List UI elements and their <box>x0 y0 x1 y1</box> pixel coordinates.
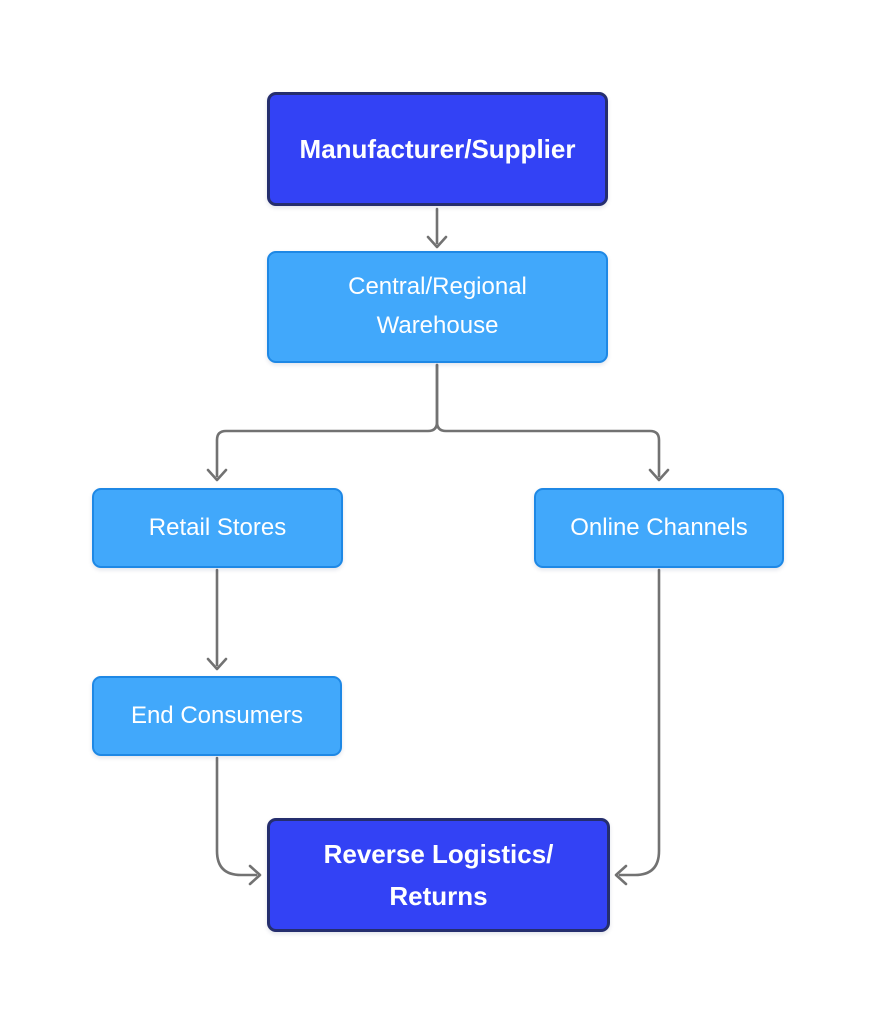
edge-line <box>435 363 661 478</box>
edge-consumers-reverse <box>215 756 262 886</box>
edge-line <box>215 363 439 478</box>
node-online-channels: Online Channels <box>534 488 784 568</box>
node-label-line2: Returns <box>389 881 488 911</box>
node-manufacturer-supplier: Manufacturer/Supplier <box>267 92 608 206</box>
node-label: Online Channels <box>570 513 748 541</box>
edge-line <box>215 756 258 877</box>
node-label-line1: Central/Regional <box>348 273 527 301</box>
arrowhead-down-icon <box>206 468 228 482</box>
arrowhead-down-icon <box>206 657 228 671</box>
node-central-regional-warehouse: Central/Regional Warehouse <box>267 251 608 363</box>
node-label: Manufacturer/Supplier <box>299 133 576 164</box>
edge-online-reverse <box>614 568 661 886</box>
node-label-line2: Warehouse <box>376 312 499 339</box>
node-label-line1: Reverse Logistics/ <box>323 838 554 869</box>
edge-line <box>618 568 661 877</box>
node-reverse-logistics-returns: Reverse Logistics/ Returns <box>267 818 610 932</box>
arrowhead-down-icon <box>426 235 448 249</box>
node-retail-stores: Retail Stores <box>92 488 343 568</box>
edge-warehouse-retail <box>206 363 439 482</box>
edge-manufacturer-warehouse <box>426 207 448 249</box>
arrowhead-left-icon <box>614 864 628 886</box>
node-label: End Consumers <box>130 701 304 729</box>
edge-retail-consumers <box>206 568 228 671</box>
arrowhead-right-icon <box>248 864 262 886</box>
arrowhead-down-icon <box>648 468 670 482</box>
edge-warehouse-online <box>435 363 670 482</box>
node-end-consumers: End Consumers <box>92 676 342 756</box>
node-label: Retail Stores <box>148 513 287 541</box>
